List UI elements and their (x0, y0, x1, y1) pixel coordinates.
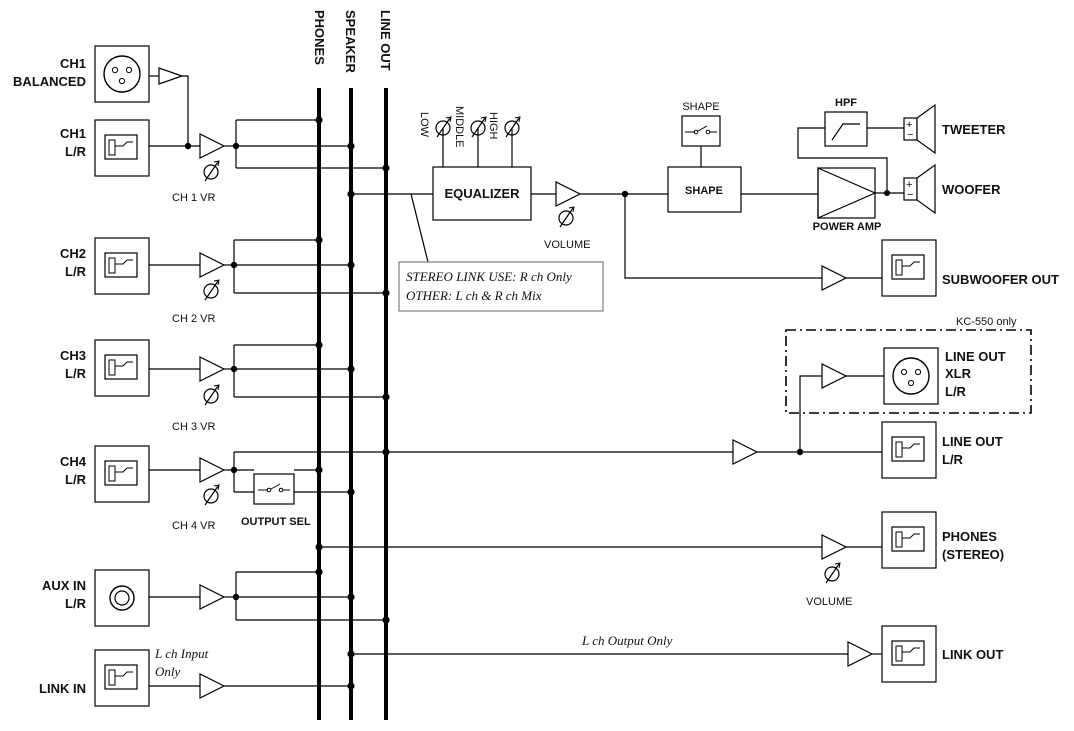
link-in-amp (199, 673, 226, 699)
link-in-note-1: L ch Input (154, 646, 209, 661)
link-in-jack[interactable] (94, 649, 150, 707)
ch2-vr-label: CH 2 VR (172, 313, 215, 325)
output-sel-switch-box[interactable] (253, 473, 295, 505)
ch3-vr-label: CH 3 VR (172, 421, 215, 433)
output-sel-label: OUTPUT SEL (241, 516, 311, 528)
svg-text:+: + (906, 119, 912, 131)
bus-label-speaker: SPEAKER (343, 10, 358, 73)
ch1-vr-knob[interactable] (203, 160, 220, 182)
ch3-amp (199, 356, 226, 382)
ch3-label-1: CH3 (60, 348, 86, 363)
shape-switch-box[interactable] (681, 115, 721, 147)
power-amp-block (817, 167, 876, 219)
eq-high-label: HIGH (487, 112, 499, 140)
ch2-label-2: L/R (65, 264, 87, 279)
ch1-lr-jack[interactable] (94, 119, 150, 177)
aux-in-rca-jack[interactable] (94, 569, 150, 627)
ch2-label-1: CH2 (60, 246, 86, 261)
main-volume-amp (555, 181, 582, 207)
aux-in-amp (199, 584, 226, 610)
line-out-lr-label-2: L/R (942, 452, 964, 467)
kc550-only-box (785, 329, 1032, 414)
line-out-lr-label-1: LINE OUT (942, 434, 1003, 449)
ch1-balanced-xlr-jack[interactable] (94, 45, 150, 103)
stereo-link-note-2: OTHER: L ch & R ch Mix (406, 288, 542, 303)
ch3-label-2: L/R (65, 366, 87, 381)
ch4-vr-knob[interactable] (203, 484, 220, 506)
line-out-lr-jack[interactable] (881, 421, 937, 479)
bus-label-line-out: LINE OUT (378, 10, 393, 71)
subwoofer-amp (821, 265, 848, 291)
link-out-jack[interactable] (881, 625, 937, 683)
phones-label-2: (STEREO) (942, 547, 1004, 562)
equalizer-block (432, 166, 532, 221)
phones-jack[interactable] (881, 511, 937, 569)
line-out-xlr-label-2: XLR (945, 366, 972, 381)
eq-low-label: LOW (418, 112, 430, 138)
l-ch-output-only-note: L ch Output Only (581, 633, 673, 648)
hpf-block (824, 111, 868, 147)
tweeter-icon (916, 103, 936, 155)
stereo-link-note-box (398, 261, 604, 312)
main-volume-label: VOLUME (544, 239, 590, 251)
ch2-amp (199, 252, 226, 278)
link-in-note-2: Only (155, 664, 181, 679)
tweeter-label: TWEETER (942, 122, 1006, 137)
kc550-only-label: KC-550 only (956, 316, 1017, 328)
equalizer-label: EQUALIZER (444, 186, 520, 201)
main-volume-knob[interactable] (558, 206, 575, 228)
hpf-label: HPF (835, 97, 857, 109)
svg-text:+: + (906, 179, 912, 191)
power-amp-label: POWER AMP (813, 221, 882, 233)
shape-switch-label: SHAPE (682, 101, 719, 113)
ch1-lr-label-1: CH1 (60, 126, 86, 141)
subwoofer-out-label: SUBWOOFER OUT (942, 272, 1059, 287)
ch4-lr-jack[interactable] (94, 445, 150, 503)
ch1-lr-label-2: L/R (65, 144, 87, 159)
line-out-amp (732, 439, 759, 465)
phones-volume-knob[interactable] (824, 562, 841, 584)
phones-label-1: PHONES (942, 529, 997, 544)
ch3-vr-knob[interactable] (203, 384, 220, 406)
svg-text:−: − (907, 189, 913, 201)
link-in-label: LINK IN (39, 681, 86, 696)
line-out-xlr-jack[interactable] (883, 347, 939, 405)
eq-middle-label: MIDDLE (453, 106, 465, 148)
phones-amp (821, 534, 848, 560)
ch2-lr-jack[interactable] (94, 237, 150, 295)
ch4-label-2: L/R (65, 472, 87, 487)
woofer-icon (916, 163, 936, 215)
aux-in-label-1: AUX IN (42, 578, 86, 593)
link-out-amp (847, 641, 874, 667)
link-out-label: LINK OUT (942, 647, 1003, 662)
woofer-label: WOOFER (942, 182, 1001, 197)
bus-label-phones: PHONES (312, 10, 327, 65)
ch1-vr-label: CH 1 VR (172, 192, 215, 204)
ch1-amp (199, 133, 226, 159)
shape-block (667, 166, 742, 213)
ch4-amp (199, 457, 226, 483)
ch1-balanced-label-2: BALANCED (13, 74, 86, 89)
svg-text:−: − (907, 129, 913, 141)
ch2-vr-knob[interactable] (203, 279, 220, 301)
line-out-xlr-label-3: L/R (945, 384, 967, 399)
aux-in-label-2: L/R (65, 596, 87, 611)
ch4-vr-label: CH 4 VR (172, 520, 215, 532)
line-out-xlr-amp (821, 363, 848, 389)
shape-label: SHAPE (685, 185, 723, 197)
ch1-balanced-preamp (158, 67, 184, 85)
line-out-xlr-label-1: LINE OUT (945, 349, 1006, 364)
ch3-lr-jack[interactable] (94, 339, 150, 397)
stereo-link-note-1: STEREO LINK USE: R ch Only (406, 269, 572, 284)
phones-volume-label: VOLUME (806, 596, 852, 608)
ch4-label-1: CH4 (60, 454, 87, 469)
ch1-balanced-label-1: CH1 (60, 56, 86, 71)
subwoofer-out-jack[interactable] (881, 239, 937, 297)
